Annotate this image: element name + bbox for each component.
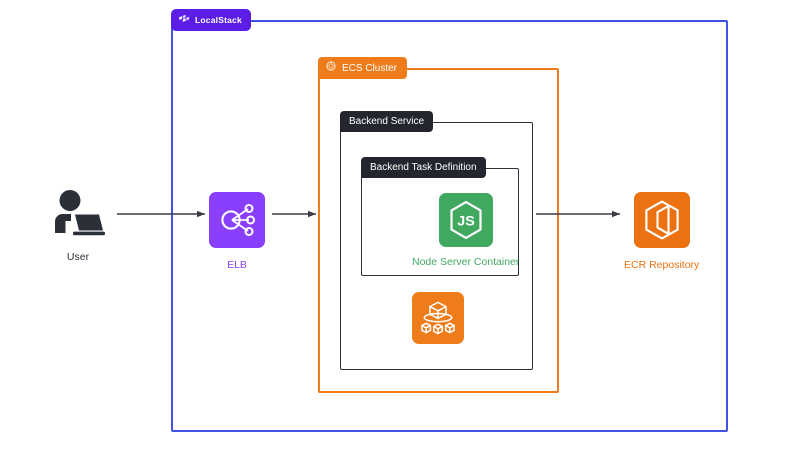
node-server-container-label: Node Server Container [412,256,520,268]
ecr-repository-label: ECR Repository [624,259,700,271]
backend-service-badge: Backend Service [340,111,434,132]
localstack-logo-icon [178,14,190,26]
localstack-boundary [171,20,728,432]
ecr-repository-icon [633,192,690,248]
localstack-badge: LocalStack [171,9,251,31]
user-laptop-icon [48,186,108,242]
elb-label: ELB [227,259,247,271]
svg-text:JS: JS [457,214,474,230]
nodejs-icon: JS [438,193,493,247]
localstack-label: LocalStack [195,15,242,25]
task-definition-badge: Backend Task Definition [361,157,486,178]
backend-service-label: Backend Service [349,116,425,127]
node-ecr-repository: ECR Repository [624,192,699,271]
ecs-cluster-boundary [318,68,559,393]
ecs-cluster-badge: ECS Cluster [318,57,408,79]
ecs-cluster-label: ECS Cluster [342,62,398,74]
node-elb: ELB [209,192,265,271]
elastic-load-balancer-icon [209,192,265,248]
task-definition-label: Backend Task Definition [370,162,477,173]
backend-service-boundary [340,122,533,370]
user-label: User [66,251,90,263]
ecs-cluster-icon [325,59,337,77]
node-node-server-container: JS Node Server Container [412,193,519,268]
node-user: User [48,186,108,263]
node-ecs-task [412,292,464,344]
ecs-task-icon [412,292,464,344]
